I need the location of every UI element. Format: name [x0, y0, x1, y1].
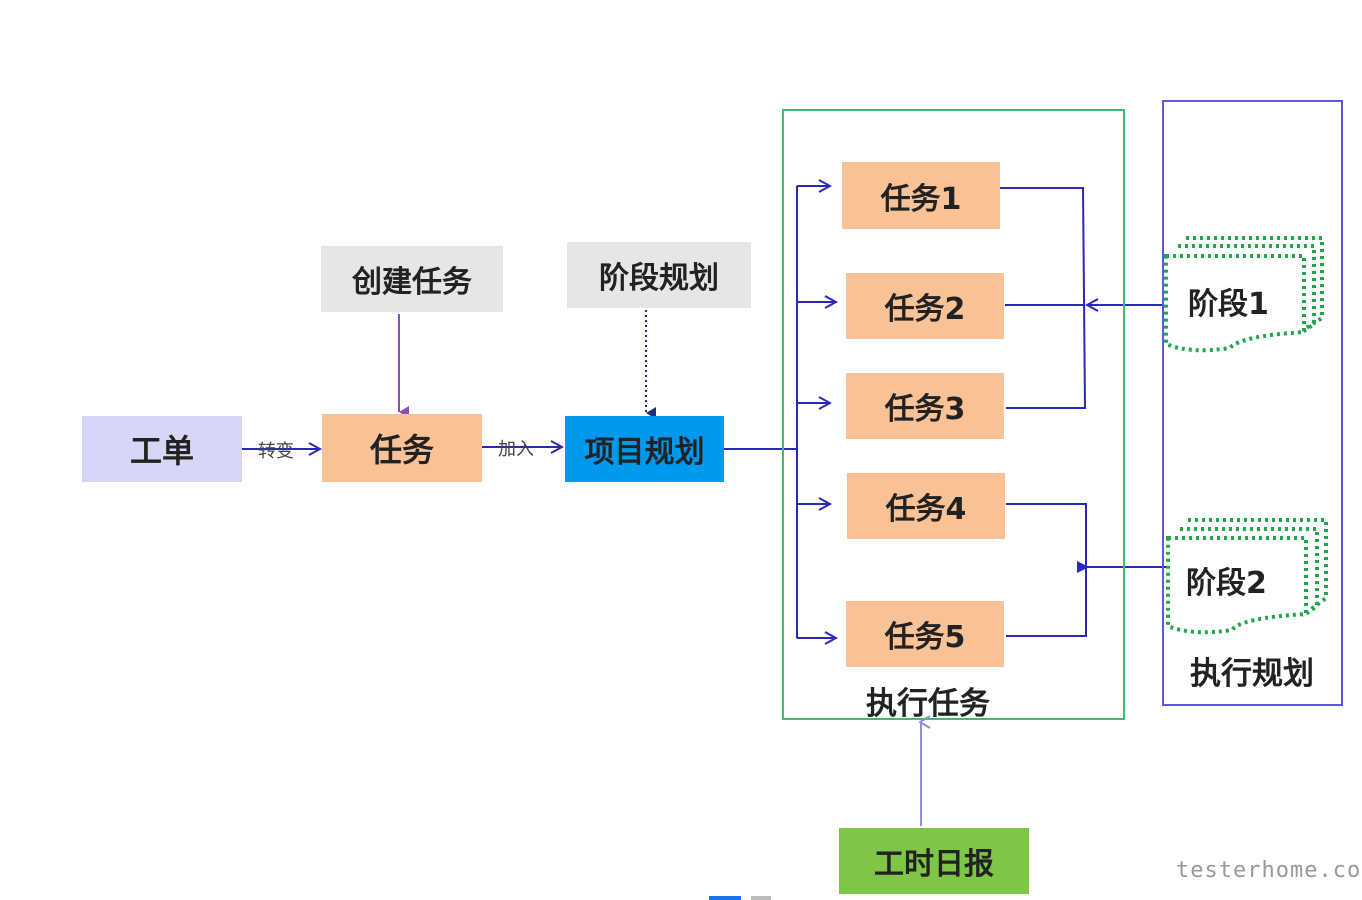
task1-node: 任务1 — [842, 162, 1000, 229]
create-task-node: 创建任务 — [321, 246, 503, 312]
task5-node: 任务5 — [846, 601, 1004, 667]
stage2-label: 阶段2 — [1186, 566, 1267, 601]
task2-label: 任务2 — [884, 292, 966, 327]
execute-tasks-label: 执行任务 — [866, 686, 990, 722]
execute-plan-label: 执行规划 — [1190, 656, 1314, 692]
edge-label-convert: 转变 — [258, 441, 294, 462]
task4-node: 任务4 — [847, 473, 1005, 539]
work-order-label: 工单 — [129, 432, 194, 470]
task3-label: 任务3 — [884, 392, 966, 427]
bottom-mark-blue — [709, 896, 741, 900]
edge-label-join: 加入 — [498, 439, 534, 460]
project-plan-label: 项目规划 — [584, 435, 705, 470]
task-node: 任务 — [322, 414, 482, 482]
task2-node: 任务2 — [846, 273, 1004, 339]
work-order-node: 工单 — [82, 416, 242, 482]
bottom-mark-grey — [751, 896, 771, 900]
stage1-label: 阶段1 — [1188, 287, 1269, 322]
daily-report-label: 工时日报 — [874, 847, 994, 882]
watermark: testerhome.com — [1176, 858, 1362, 883]
daily-report-node: 工时日报 — [839, 828, 1029, 894]
task-label: 任务 — [369, 431, 434, 469]
task5-label: 任务5 — [884, 620, 966, 655]
stage-plan-node: 阶段规划 — [567, 242, 751, 308]
execute-plan-frame — [1162, 100, 1343, 706]
task1-label: 任务1 — [880, 181, 962, 217]
task4-label: 任务4 — [885, 492, 967, 527]
stage1-shape — [1164, 236, 1324, 353]
execute-tasks-frame — [782, 109, 1125, 720]
create-task-label: 创建任务 — [352, 265, 472, 300]
stage2-shape — [1166, 518, 1328, 635]
task3-node: 任务3 — [846, 373, 1004, 439]
stage-plan-label: 阶段规划 — [599, 261, 719, 296]
project-plan-node: 项目规划 — [565, 416, 724, 482]
bracket-stage1 — [1000, 187, 1087, 409]
